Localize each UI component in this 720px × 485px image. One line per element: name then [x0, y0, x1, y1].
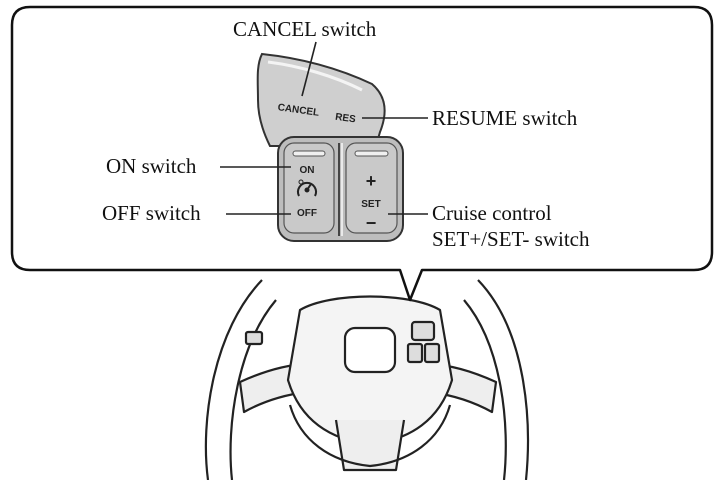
res-button-label: RES: [334, 112, 356, 126]
wheel-hub-emblem: [343, 326, 397, 374]
resume-switch-callout: RESUME switch: [432, 106, 578, 130]
on-switch-callout: ON switch: [106, 154, 197, 178]
cancel-switch-callout: CANCEL switch: [233, 17, 377, 41]
wheel-control-left: [406, 342, 424, 364]
cruise-control-callout-line1: Cruise control: [432, 201, 552, 225]
wheel-control-upper: [410, 320, 436, 342]
set-indicator-bar: [354, 150, 389, 157]
set-button-label: SET: [361, 199, 380, 210]
cruise-button-panel: ON OFF + SET −: [277, 136, 404, 242]
off-button-label: OFF: [297, 208, 317, 219]
cancel-res-button: CANCEL RES: [256, 52, 386, 147]
on-indicator-bar: [292, 150, 326, 157]
wheel-rim-inner: [229, 299, 507, 481]
set-minus-label: −: [366, 213, 377, 233]
cancel-res-button-highlight: [267, 60, 363, 92]
set-button: [345, 142, 398, 234]
on-button-label: ON: [300, 165, 315, 176]
wheel-lower-trim: [288, 404, 452, 468]
off-switch-callout: OFF switch: [102, 201, 201, 225]
leader-lines: [220, 41, 428, 215]
leader-cancel: [301, 41, 317, 97]
wheel-control-right: [423, 342, 441, 364]
cancel-res-button-body: [256, 52, 386, 147]
steering-wheel: [204, 279, 530, 481]
cruise-control-callout-line2: SET+/SET- switch: [432, 227, 590, 251]
wheel-left-button: [244, 330, 264, 346]
set-plus-label: +: [366, 171, 377, 191]
wheel-rim-outer: [204, 279, 530, 481]
wheel-spoke-bottom: [334, 419, 406, 472]
cruise-gauge-icon: [297, 179, 317, 197]
